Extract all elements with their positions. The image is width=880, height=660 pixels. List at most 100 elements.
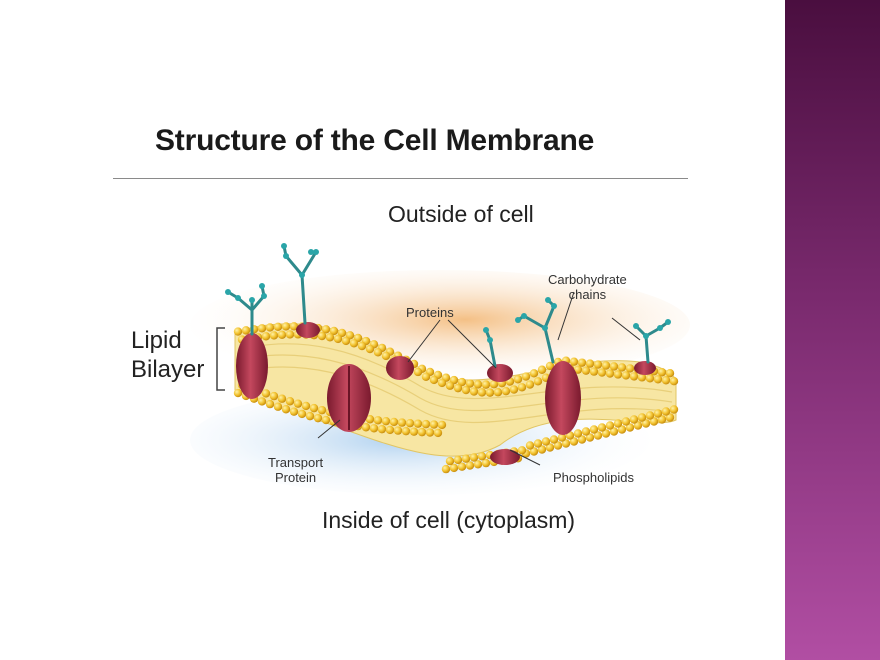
phospholipid-head-inner: [289, 407, 299, 416]
phospholipid-head-inner: [413, 419, 423, 428]
phospholipid-head-outer: [489, 380, 499, 389]
cell-membrane-diagram: [190, 243, 690, 495]
lipid-bilayer-bracket: [216, 327, 225, 391]
carbohydrate-beads: [225, 243, 671, 343]
phospholipid-head-outer: [273, 322, 283, 332]
title-divider: [113, 178, 688, 179]
phospholipid-head-inner: [601, 429, 611, 438]
phospholipid-head-outer: [381, 351, 391, 361]
phospholipid-head-outer: [465, 379, 475, 388]
phospholipid-head-outer: [509, 385, 519, 394]
phospholipid-head-inner: [649, 417, 659, 426]
phospholipid-head-inner: [657, 415, 667, 424]
phospholipid-head-outer: [321, 325, 331, 334]
phospholipid-head-inner: [309, 403, 319, 413]
phospholipid-head-inner: [369, 424, 379, 433]
label-lipid-line1: Lipid: [131, 327, 182, 354]
phospholipid-head-outer: [261, 332, 271, 341]
phospholipid-head-outer: [645, 374, 655, 383]
phospholipid-head-inner: [301, 401, 311, 411]
phospholipid-head-inner: [297, 409, 307, 419]
phospholipid-head-inner: [269, 391, 279, 401]
phospholipid-head-outer: [573, 365, 583, 374]
phospholipid-head-inner: [533, 439, 543, 448]
phospholipid-head-outer: [277, 330, 287, 340]
phospholipid-head-inner: [277, 394, 287, 403]
protein-top-right: [634, 361, 656, 375]
phospholipid-head-inner: [265, 399, 275, 409]
membrane-proteins: [236, 322, 656, 465]
side-accent-band: [785, 0, 880, 660]
label-phospholipids: Phospholipids: [553, 470, 634, 485]
phospholipid-head-outer: [657, 368, 667, 377]
phospholipid-head-outer: [653, 375, 663, 384]
phospholipid-head-outer: [501, 386, 511, 396]
label-transport-protein: Transport Protein: [268, 455, 323, 485]
phospholipid-head-inner: [437, 420, 447, 430]
phospholipid-head-inner: [553, 441, 563, 450]
phospholipid-head-outer: [493, 388, 503, 397]
phospholipid-head-inner: [233, 388, 243, 398]
phospholipid-head-outer: [601, 361, 611, 370]
label-proteins: Proteins: [406, 305, 454, 320]
phospholipid-head-outer: [545, 361, 555, 371]
protein-bottom: [490, 449, 520, 465]
phospholipid-head-outer: [457, 377, 467, 387]
phospholipid-head-outer: [661, 376, 671, 385]
phospholipid-head-inner: [457, 462, 467, 471]
protein-left: [236, 333, 268, 399]
phospholipid-head-outer: [517, 383, 527, 392]
phospholipid-head-outer: [437, 378, 447, 388]
phospholipid-head-inner: [645, 411, 655, 420]
phospholipid-head-outer: [281, 322, 291, 331]
phospholipid-head-outer: [577, 358, 587, 367]
label-outside-of-cell: Outside of cell: [388, 201, 534, 227]
phospholipid-head-outer: [617, 363, 627, 372]
phospholipid-head-outer: [325, 333, 335, 342]
phospholipid-head-outer: [349, 339, 359, 348]
lipid-tails: [237, 343, 673, 424]
phospholipid-head-inner: [545, 443, 555, 452]
phospholipid-head-inner: [605, 421, 615, 430]
phospholipid-head-inner: [581, 427, 591, 436]
phospholipid-head-outer: [341, 336, 351, 346]
label-transport-line2: Protein: [274, 470, 317, 485]
phospholipid-head-inner: [365, 415, 375, 424]
phospholipid-head-inner: [481, 458, 491, 468]
phospholipid-head-outer: [525, 380, 535, 389]
phospholipid-head-inner: [517, 446, 527, 455]
phospholipid-head-outer: [445, 381, 455, 390]
phospholipid-head-outer: [669, 377, 679, 386]
phospholipid-head-inner: [453, 455, 463, 465]
slide-title: Structure of the Cell Membrane: [155, 124, 595, 157]
phospholipid-head-outer: [373, 348, 383, 357]
phospholipid-head-inner: [261, 389, 271, 398]
phospholipid-head-inner: [421, 419, 431, 429]
phospholipid-head-inner: [285, 397, 295, 406]
phospholipid-head-inner: [373, 416, 383, 425]
phospholipid-head-outer: [473, 380, 483, 389]
phospholipid-head-inner: [429, 420, 439, 429]
phospholipid-head-outer: [613, 370, 623, 379]
phospholipid-head-inner: [389, 417, 399, 427]
phospholipid-head-outer: [589, 367, 599, 376]
phospholipid-head-inner: [585, 433, 595, 442]
phospholipid-head-outer: [625, 364, 635, 373]
protein-top-left: [296, 322, 320, 338]
phospholipid-head-inner: [549, 435, 559, 444]
phospholipid-head-outer: [413, 367, 423, 377]
label-lipid-line2: Bilayer: [131, 356, 205, 383]
phospholipid-head-inner: [293, 399, 303, 408]
label-carbohydrate-line1: Carbohydrate: [548, 272, 627, 287]
phospholipid-head-outer: [365, 344, 375, 354]
phospholipid-head-outer: [257, 324, 267, 333]
phospholipid-head-inner: [597, 423, 607, 432]
phospholipid-head-outer: [469, 387, 479, 396]
phospholipid-head-inner: [589, 425, 599, 434]
phospholipid-head-inner: [625, 423, 635, 432]
protein-peripheral-mid: [386, 356, 414, 380]
phospholipid-head-outer: [621, 371, 631, 380]
phospholipid-head-inner: [405, 418, 415, 428]
label-lipid-bilayer: Lipid Bilayer: [131, 326, 204, 384]
phospholipid-head-outer: [429, 375, 439, 385]
